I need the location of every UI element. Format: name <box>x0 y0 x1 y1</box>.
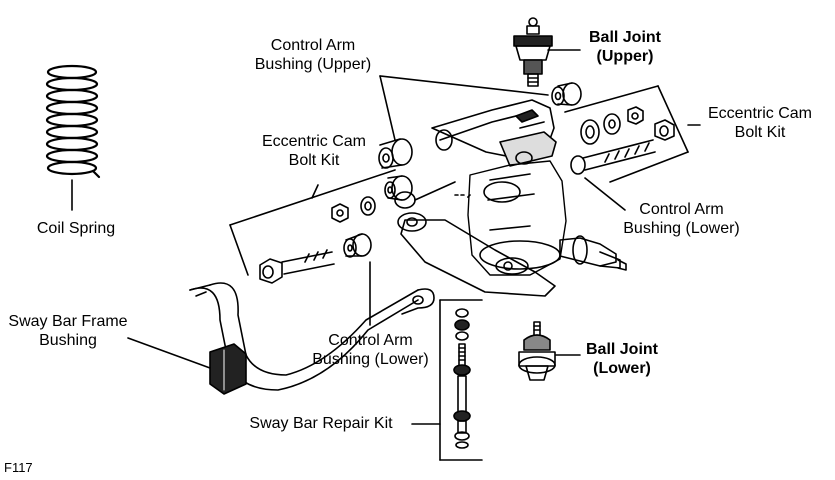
sway-bar-repair-kit-parts <box>453 308 471 449</box>
label-line: Bushing (Upper) <box>254 56 372 73</box>
label-line: Sway Bar Frame <box>8 313 128 330</box>
label-line: Ball Joint <box>588 29 661 46</box>
eccentric-cam-bolt-kit-left-label: Eccentric Cam Bolt Kit <box>248 132 380 170</box>
label-line: Bushing <box>39 332 97 349</box>
label-line: Control Arm <box>270 37 356 54</box>
upper-bushing-leaders <box>379 75 549 141</box>
upper-ball-joint-drawing <box>513 17 553 87</box>
label-line: Control Arm <box>328 332 413 349</box>
label-line: Bushing (Lower) <box>623 220 740 237</box>
label-line: (Upper) <box>596 48 654 65</box>
control-arm-bushing-upper-label: Control Arm Bushing (Upper) <box>247 36 379 74</box>
lower-control-arm-drawing <box>394 181 556 297</box>
ball-joint-upper-label: Ball Joint (Upper) <box>580 28 670 66</box>
lower-ball-joint-drawing <box>518 321 556 381</box>
control-arm-bushing-lower-left-label: Control Arm Bushing (Lower) <box>303 331 438 369</box>
coil-spring-label: Coil Spring <box>36 220 116 237</box>
left-cam-kit-bracket <box>229 169 396 276</box>
label-line: Ball Joint <box>585 341 658 358</box>
eccentric-cam-bolt-kit-right-label: Eccentric Cam Bolt Kit <box>700 104 820 142</box>
upper-control-arm-drawing <box>431 99 557 167</box>
upper-bushing-right <box>551 82 582 106</box>
sway-bar-repair-kit-bracket <box>411 299 483 461</box>
sway-bar-frame-bushing-leader <box>127 337 211 369</box>
label-line: (Lower) <box>593 360 651 377</box>
label-line: Bushing (Lower) <box>312 351 429 368</box>
upper-bushing-left <box>378 138 413 169</box>
sway-bar-drawing <box>189 282 435 391</box>
label-line: Eccentric Cam <box>707 105 813 122</box>
figure-id: F117 <box>4 460 33 475</box>
left-cam-kit-parts <box>259 175 413 284</box>
label-line: Control Arm <box>639 201 724 218</box>
sway-bar-frame-bushing-label: Sway Bar Frame Bushing <box>6 312 130 350</box>
label-line: Bolt Kit <box>288 152 340 169</box>
steering-knuckle-drawing <box>454 160 627 276</box>
control-arm-bushing-lower-right-label: Control Arm Bushing (Lower) <box>614 200 749 238</box>
right-cam-kit-parts <box>570 106 675 175</box>
label-line: Bolt Kit <box>734 124 786 141</box>
right-cam-kit-bracket <box>564 85 701 183</box>
coil-spring-drawing <box>45 64 101 179</box>
label-line: Eccentric Cam <box>261 133 367 150</box>
lower-bushing-right-leader <box>584 177 626 211</box>
ball-joint-lower-label: Ball Joint (Lower) <box>578 340 666 378</box>
sway-bar-repair-kit-label: Sway Bar Repair Kit <box>249 415 393 432</box>
sway-bar-frame-bushing-drawing <box>209 343 247 395</box>
